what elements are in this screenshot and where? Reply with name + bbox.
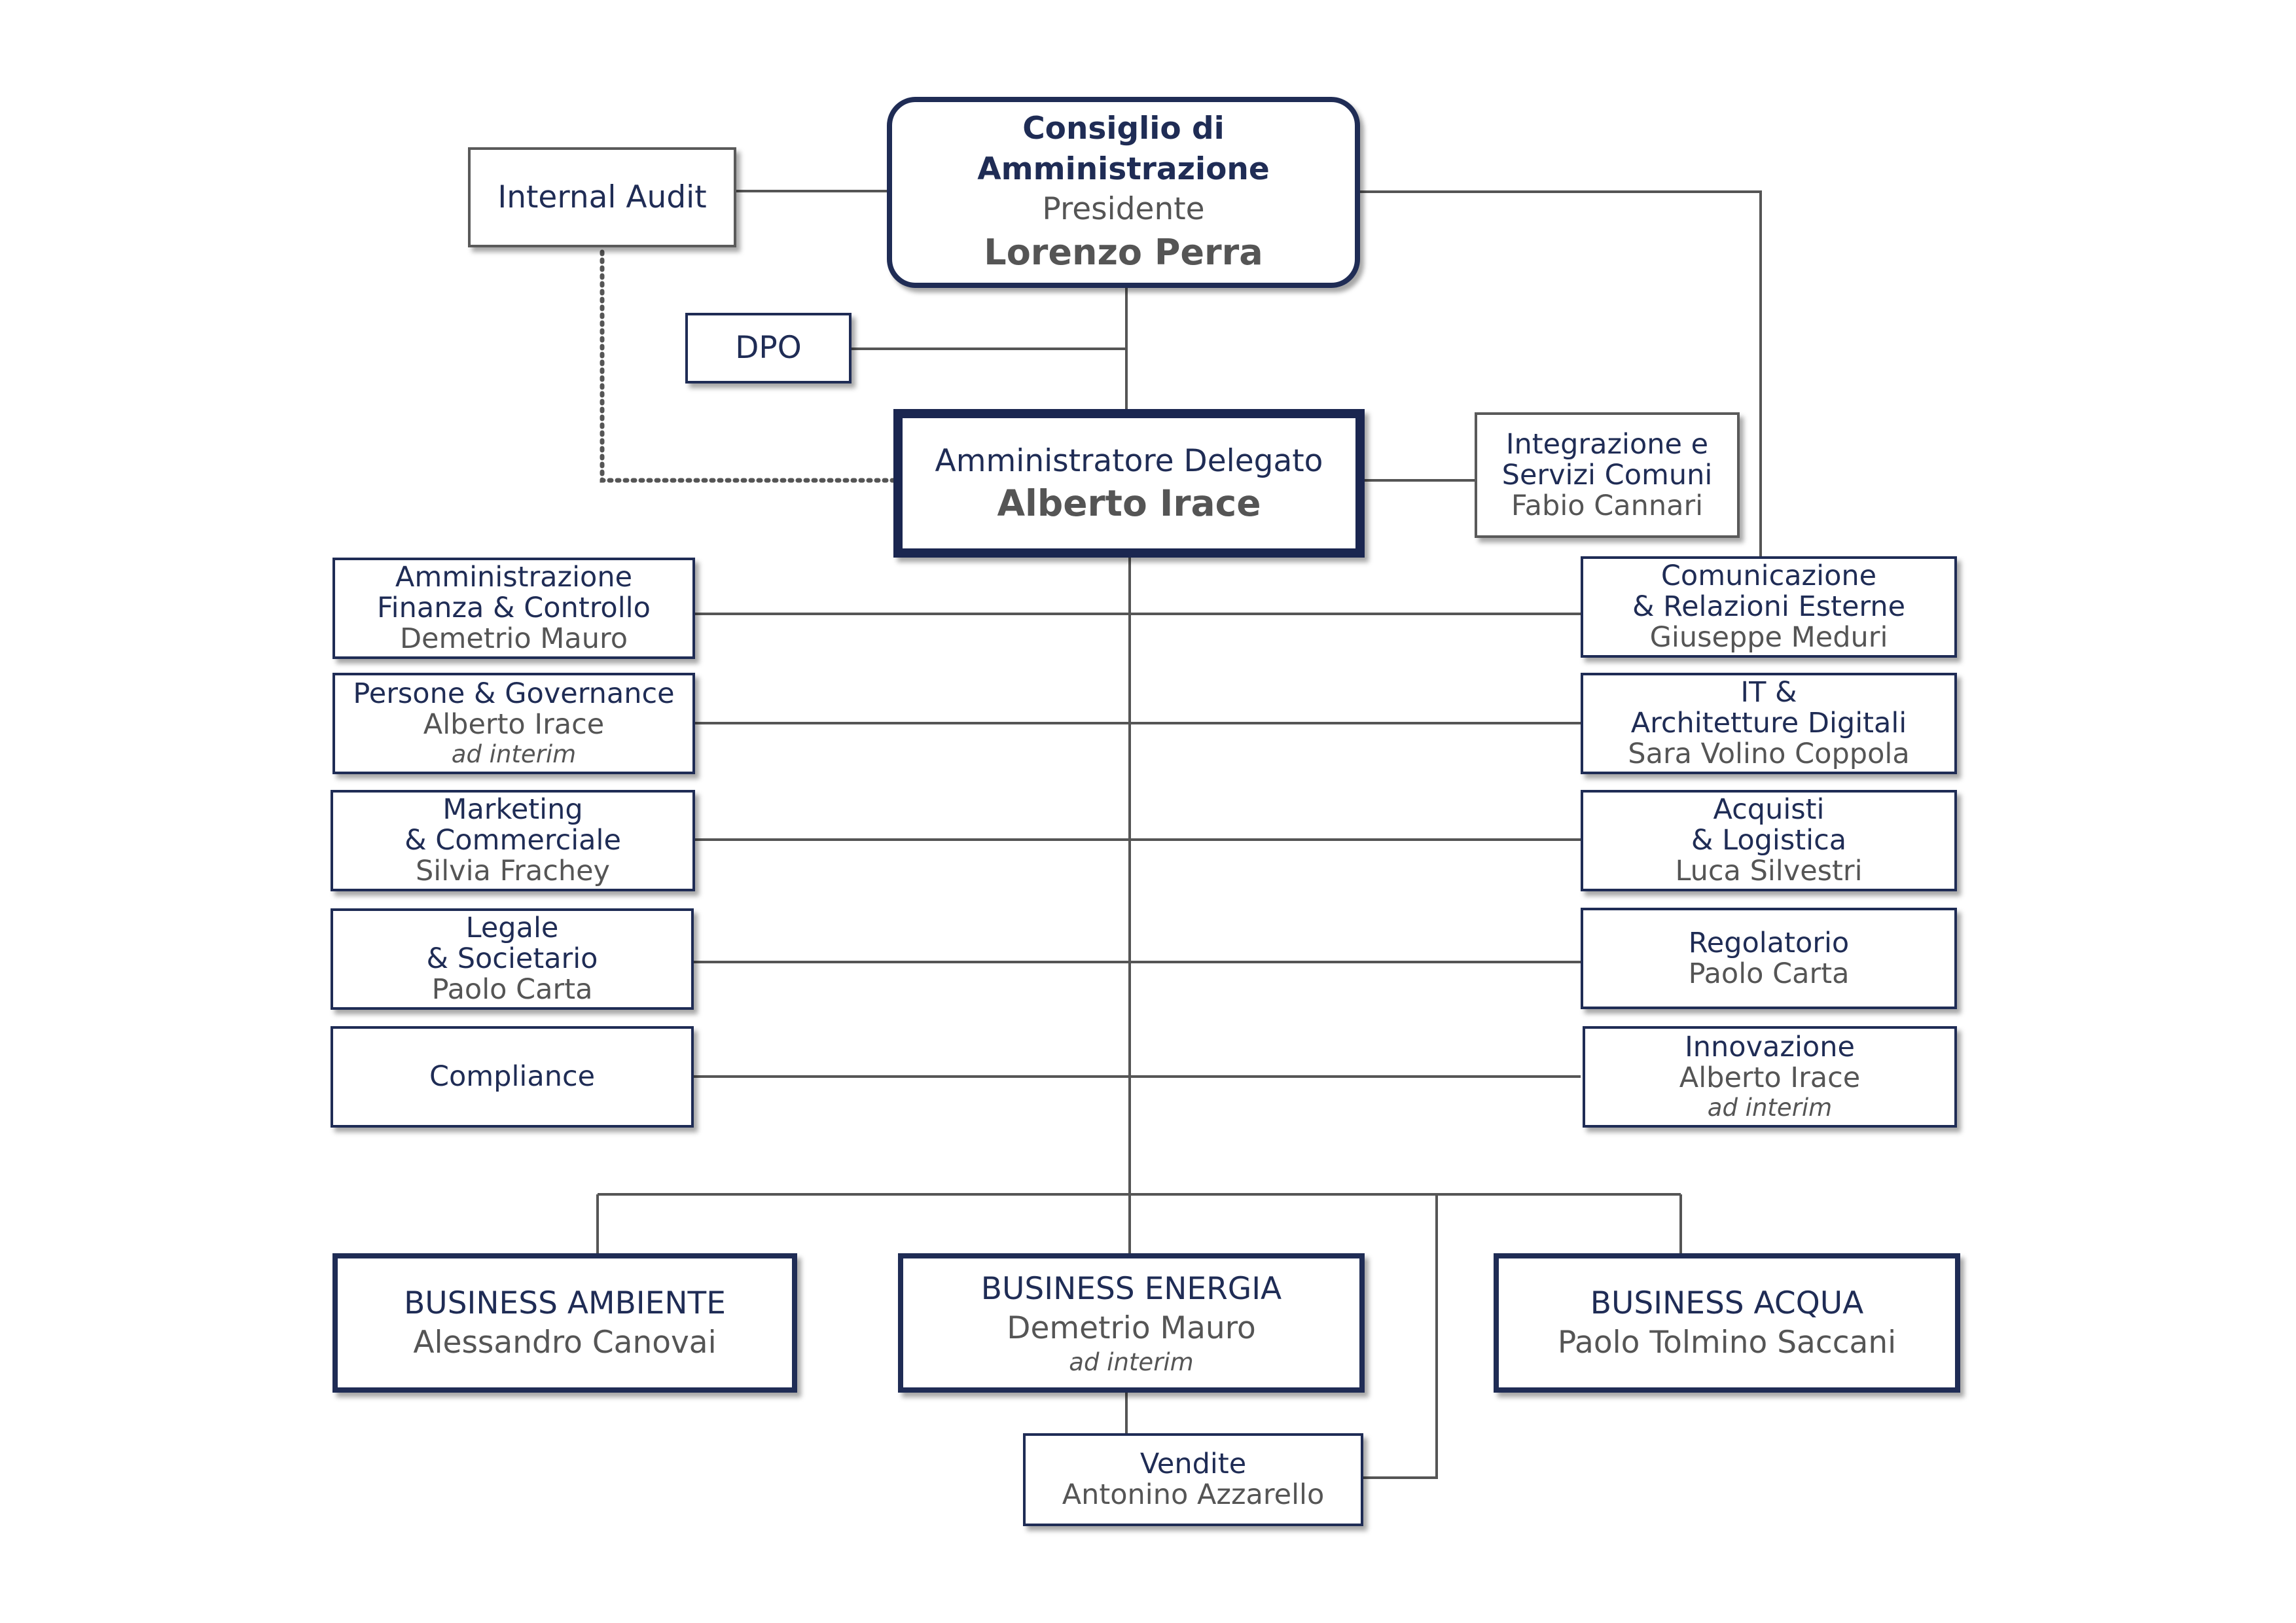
unit-name: Sara Volino Coppola: [1628, 738, 1910, 770]
business-title: BUSINESS ENERGIA: [980, 1271, 1282, 1307]
internal-audit-title: Internal Audit: [497, 179, 707, 215]
business-name: Alessandro Canovai: [413, 1324, 717, 1361]
unit-note: ad interim: [451, 740, 577, 768]
unit-note: ad interim: [1707, 1094, 1833, 1122]
business-name: Demetrio Mauro: [1007, 1310, 1256, 1346]
unit-title-1: Comunicazione: [1660, 560, 1877, 592]
unit-title-1: Persone & Governance: [353, 677, 675, 710]
unit-title-1: Compliance: [429, 1060, 596, 1093]
unit-title-1: Innovazione: [1685, 1031, 1855, 1063]
right-unit-regolatorio: Regolatorio Paolo Carta: [1581, 908, 1957, 1009]
right-unit-acquisti: Acquisti & Logistica Luca Silvestri: [1581, 790, 1957, 891]
unit-name: Luca Silvestri: [1675, 855, 1863, 887]
left-unit-persone: Persone & Governance Alberto Irace ad in…: [332, 673, 695, 774]
right-unit-innovazione: Innovazione Alberto Irace ad interim: [1583, 1026, 1957, 1128]
left-unit-amministrazione: Amministrazione Finanza & Controllo Deme…: [332, 558, 695, 659]
integrazione-name: Fabio Cannari: [1511, 489, 1704, 522]
right-unit-it: IT & Architetture Digitali Sara Volino C…: [1581, 673, 1957, 774]
unit-title-2: & Relazioni Esterne: [1632, 590, 1906, 623]
business-ambiente-box: BUSINESS AMBIENTE Alessandro Canovai: [332, 1253, 797, 1393]
unit-title-2: & Logistica: [1691, 824, 1847, 857]
ceo-name: Alberto Irace: [997, 482, 1261, 524]
right-unit-comunicazione: Comunicazione & Relazioni Esterne Giusep…: [1581, 556, 1957, 658]
connector-board-comunicazione: [1360, 190, 1762, 556]
unit-title-2: & Societario: [426, 942, 598, 975]
left-unit-legale: Legale & Societario Paolo Carta: [331, 908, 694, 1010]
board-role: Presidente: [1042, 191, 1205, 227]
ceo-title: Amministratore Delegato: [935, 442, 1323, 479]
dpo-title: DPO: [735, 330, 802, 366]
connector-vendite-bar: [1360, 1194, 1438, 1479]
business-energia-box: BUSINESS ENERGIA Demetrio Mauro ad inter…: [898, 1253, 1365, 1393]
unit-title-1: Legale: [465, 912, 559, 944]
business-acqua-box: BUSINESS ACQUA Paolo Tolmino Saccani: [1494, 1253, 1960, 1393]
board-box: Consiglio di Amministrazione Presidente …: [887, 97, 1360, 288]
unit-name: Paolo Carta: [431, 973, 593, 1006]
left-unit-marketing: Marketing & Commerciale Silvia Frachey: [331, 790, 695, 891]
integrazione-box: Integrazione e Servizi Comuni Fabio Cann…: [1475, 412, 1740, 538]
unit-title-2: & Commerciale: [404, 824, 621, 857]
ceo-box: Amministratore Delegato Alberto Irace: [893, 409, 1365, 558]
unit-name: Alberto Irace: [1679, 1061, 1861, 1094]
business-note: ad interim: [1069, 1348, 1194, 1376]
unit-title-2: Architetture Digitali: [1630, 707, 1907, 740]
unit-title-1: Marketing: [442, 793, 583, 826]
unit-name: Alberto Irace: [423, 708, 605, 741]
business-title: BUSINESS ACQUA: [1590, 1285, 1864, 1321]
internal-audit-box: Internal Audit: [468, 147, 736, 247]
unit-name: Paolo Carta: [1688, 957, 1850, 990]
business-title: BUSINESS AMBIENTE: [404, 1285, 726, 1321]
integrazione-title-1: Integrazione e: [1505, 427, 1709, 461]
unit-title-1: IT &: [1740, 676, 1797, 709]
unit-title-2: Finanza & Controllo: [377, 592, 651, 624]
unit-name: Demetrio Mauro: [399, 622, 628, 655]
vendite-name: Antonino Azzarello: [1062, 1478, 1325, 1511]
unit-title-1: Acquisti: [1713, 793, 1825, 826]
dpo-box: DPO: [685, 313, 852, 383]
vendite-box: Vendite Antonino Azzarello: [1023, 1433, 1363, 1526]
board-name: Lorenzo Perra: [984, 232, 1263, 273]
vendite-title: Vendite: [1139, 1448, 1247, 1480]
unit-name: Giuseppe Meduri: [1649, 621, 1888, 654]
unit-name: Silvia Frachey: [415, 855, 611, 887]
connector-audit-ceo-dotted: [600, 249, 896, 483]
unit-title-1: Regolatorio: [1688, 926, 1850, 959]
left-unit-compliance: Compliance: [331, 1026, 694, 1128]
business-name: Paolo Tolmino Saccani: [1557, 1324, 1897, 1361]
integrazione-title-2: Servizi Comuni: [1501, 458, 1713, 491]
board-title: Consiglio di Amministrazione: [977, 111, 1270, 187]
unit-title-1: Amministrazione: [395, 561, 633, 594]
